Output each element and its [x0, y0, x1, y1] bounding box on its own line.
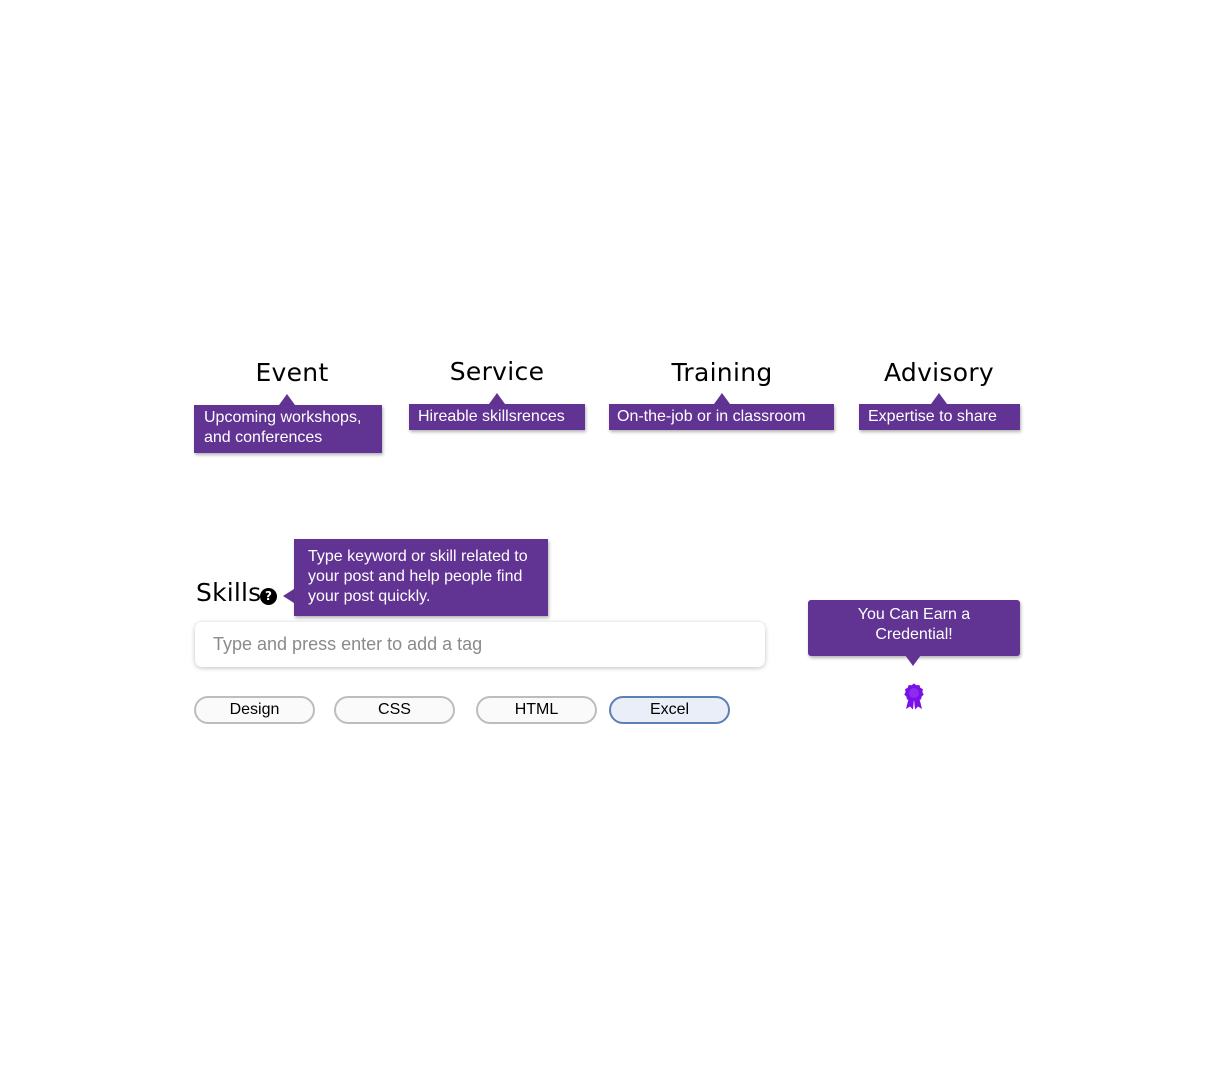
tooltip-arrow	[283, 589, 294, 603]
tag-chip-css[interactable]: CSS	[334, 696, 455, 724]
tag-chip-html[interactable]: HTML	[476, 696, 597, 724]
tag-input[interactable]	[195, 622, 765, 667]
award-ribbon-icon	[904, 683, 924, 710]
category-tooltip-training: On-the-job or in classroom	[609, 404, 834, 430]
category-title-training[interactable]: Training	[671, 358, 773, 387]
skills-help-tooltip-text: Type keyword or skill related to your po…	[308, 548, 528, 605]
category-tooltip-text: Expertise to share	[868, 408, 997, 425]
tooltip-arrow	[905, 655, 921, 666]
category-title-advisory[interactable]: Advisory	[883, 358, 995, 387]
category-tooltip-advisory: Expertise to share	[859, 404, 1020, 430]
category-title-event[interactable]: Event	[255, 358, 329, 387]
skills-label: Skills	[196, 578, 262, 607]
category-tooltip-service: Hireable skillsrences	[409, 404, 585, 430]
help-icon[interactable]: ?	[260, 588, 277, 605]
category-tooltip-text: Upcoming workshops, and conferences	[204, 409, 362, 446]
tag-chip-excel[interactable]: Excel	[609, 696, 730, 724]
tooltip-arrow	[931, 393, 947, 404]
category-tooltip-text: Hireable skillsrences	[418, 408, 565, 425]
category-tooltip-text: On-the-job or in classroom	[617, 408, 806, 425]
tooltip-arrow	[279, 394, 295, 405]
tooltip-arrow	[489, 393, 505, 404]
credential-tooltip: You Can Earn a Credential!	[808, 600, 1020, 656]
tooltip-arrow	[714, 393, 730, 404]
tag-chip-design[interactable]: Design	[194, 696, 315, 724]
skills-help-tooltip: Type keyword or skill related to your po…	[294, 539, 548, 616]
category-title-service[interactable]: Service	[449, 357, 545, 386]
category-tooltip-event: Upcoming workshops, and conferences	[194, 405, 382, 453]
credential-tooltip-text: You Can Earn a Credential!	[857, 606, 971, 643]
